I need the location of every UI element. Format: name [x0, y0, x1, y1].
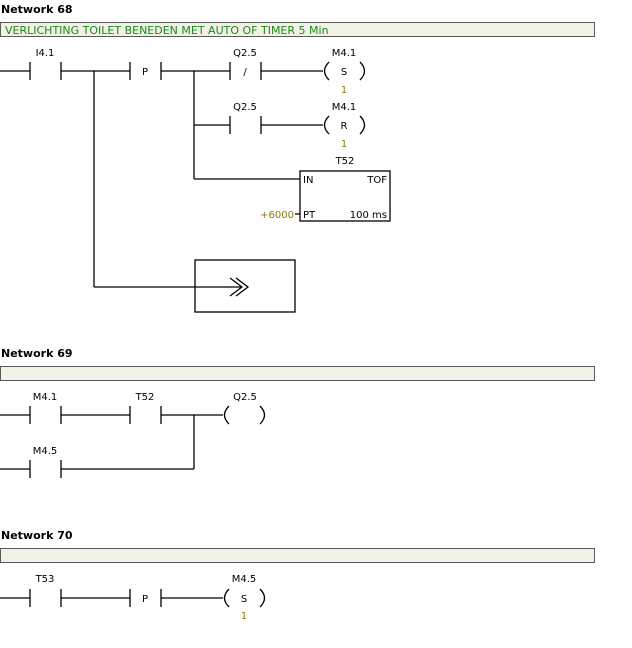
label-m45: M4.5	[33, 446, 58, 457]
label-set-count-70: 1	[241, 611, 247, 622]
network-70-comment[interactable]	[0, 548, 595, 563]
contact-q25[interactable]	[229, 116, 262, 134]
timer-box-t52[interactable]	[299, 170, 391, 222]
coil-set-m41[interactable]	[323, 61, 366, 81]
jump-arrow[interactable]	[229, 277, 250, 297]
network-68-title: Network 68	[1, 3, 73, 16]
contact-m45[interactable]	[29, 460, 62, 478]
contact-i41[interactable]	[29, 62, 62, 80]
label-timer-preset: +6000	[260, 210, 294, 221]
label-set-count: 1	[341, 85, 347, 96]
label-reset-count: 1	[341, 139, 347, 150]
label-timer-pt: PT	[303, 210, 316, 221]
coil-reset-m41[interactable]	[323, 115, 366, 135]
label-q25-coil: Q2.5	[233, 392, 257, 403]
network-69-comment[interactable]	[0, 366, 595, 381]
label-m41-set: M4.1	[332, 48, 357, 59]
network-69-title: Network 69	[1, 347, 73, 360]
label-m41: M4.1	[33, 392, 58, 403]
label-timer-type: TOF	[366, 175, 387, 186]
jump-box[interactable]	[194, 259, 296, 313]
label-timer-in: IN	[303, 175, 313, 186]
label-timer-t52: T52	[335, 156, 355, 167]
contact-m41[interactable]	[29, 406, 62, 424]
label-set-symbol: S	[341, 67, 347, 78]
label-p-68: P	[142, 67, 148, 78]
label-m41-reset: M4.1	[332, 102, 357, 113]
label-q25-neg: Q2.5	[233, 48, 257, 59]
label-neg-symbol: /	[243, 67, 247, 78]
label-i41: I4.1	[36, 48, 55, 59]
label-set-symbol-70: S	[241, 594, 247, 605]
label-timer-resolution: 100 ms	[350, 210, 387, 221]
coil-q25[interactable]	[223, 405, 266, 425]
label-m45-set: M4.5	[232, 574, 257, 585]
label-q25: Q2.5	[233, 102, 257, 113]
contact-t52[interactable]	[129, 406, 162, 424]
network-70-title: Network 70	[1, 529, 73, 542]
label-p-70: P	[142, 594, 148, 605]
coil-set-m45[interactable]	[223, 588, 266, 608]
label-reset-symbol: R	[341, 121, 348, 132]
contact-t53[interactable]	[29, 589, 62, 607]
network-68-comment[interactable]: VERLICHTING TOILET BENEDEN MET AUTO OF T…	[0, 22, 595, 37]
label-t53: T53	[35, 574, 55, 585]
label-t52: T52	[135, 392, 155, 403]
